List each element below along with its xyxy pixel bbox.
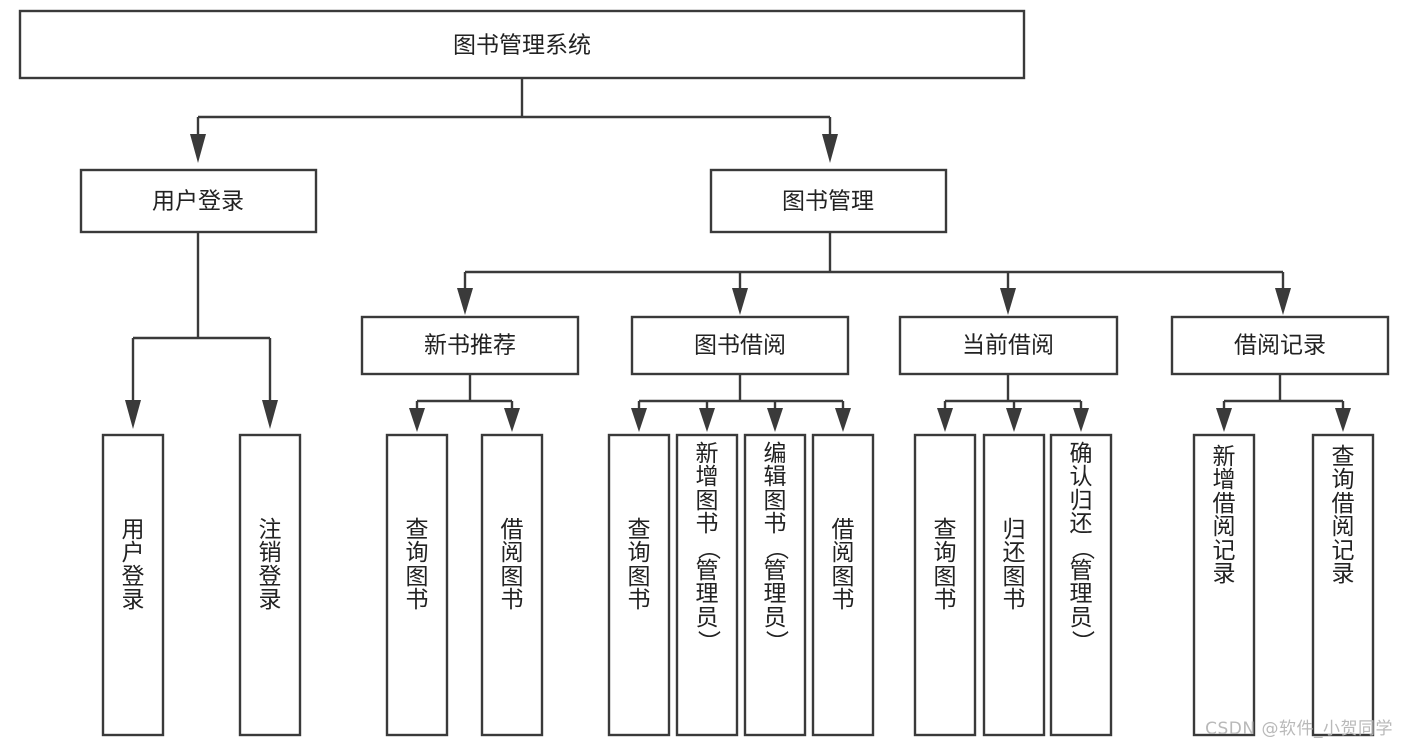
- arrowhead-leaf-logout: [262, 400, 278, 429]
- connector-group-root: [190, 78, 838, 163]
- node-box-current-borrow[interactable]: [898, 315, 1119, 376]
- node-box-leaf-query-record[interactable]: [1311, 433, 1375, 737]
- node-box-new-book-recommend[interactable]: [360, 315, 580, 376]
- arrowhead-borrow-record: [1275, 288, 1291, 315]
- arrowhead-leaf-query-book-c: [937, 408, 953, 432]
- node-label-new-book-recommend: 新书推荐: [424, 333, 516, 359]
- node-box-leaf-borrow-book-b[interactable]: [811, 433, 875, 737]
- node-label-borrow-record: 借阅记录: [1234, 333, 1326, 359]
- arrowhead-book-borrow: [732, 288, 748, 315]
- connector-group-new-book-recommend: [409, 374, 520, 432]
- node-label-root: 图书管理系统: [453, 33, 591, 59]
- node-box-leaf-add-book[interactable]: [675, 433, 739, 737]
- arrowhead-current-borrow: [1000, 288, 1016, 315]
- node-box-leaf-confirm-return[interactable]: [1049, 433, 1113, 737]
- arrowhead-leaf-query-record: [1335, 408, 1351, 432]
- node-box-leaf-logout[interactable]: [238, 433, 302, 737]
- connector-group-current-borrow: [937, 374, 1089, 432]
- arrowhead-book-manage: [822, 134, 838, 163]
- node-box-leaf-query-book-a[interactable]: [385, 433, 449, 737]
- arrowhead-leaf-add-book: [699, 408, 715, 432]
- arrowhead-user-login: [190, 134, 206, 163]
- arrowhead-leaf-query-book-b: [631, 408, 647, 432]
- connector-group-user-login: [125, 232, 278, 429]
- csdn-watermark: CSDN @软件_小贺同学: [1205, 719, 1393, 739]
- connector-group-borrow-record: [1216, 374, 1351, 432]
- arrowhead-leaf-borrow-book-a: [504, 408, 520, 432]
- node-box-borrow-record[interactable]: [1170, 315, 1390, 376]
- arrowhead-leaf-edit-book: [767, 408, 783, 432]
- node-box-leaf-add-record[interactable]: [1192, 433, 1256, 737]
- arrowhead-leaf-add-record: [1216, 408, 1232, 432]
- arrowhead-leaf-query-book-a: [409, 408, 425, 432]
- node-box-leaf-query-book-c[interactable]: [913, 433, 977, 737]
- node-box-leaf-borrow-book-a[interactable]: [480, 433, 544, 737]
- node-box-book-manage[interactable]: [709, 168, 948, 234]
- arrowhead-leaf-user-login: [125, 400, 141, 429]
- node-box-leaf-user-login[interactable]: [101, 433, 165, 737]
- arrowhead-new-book-recommend: [457, 288, 473, 315]
- node-box-leaf-edit-book[interactable]: [743, 433, 807, 737]
- node-box-book-borrow[interactable]: [630, 315, 850, 376]
- node-label-book-manage: 图书管理: [782, 189, 874, 215]
- arrowhead-leaf-return-book: [1006, 408, 1022, 432]
- node-box-user-login[interactable]: [79, 168, 318, 234]
- connector-group-book-borrow: [631, 374, 851, 432]
- node-label-current-borrow: 当前借阅: [962, 333, 1054, 359]
- arrowhead-leaf-confirm-return: [1073, 408, 1089, 432]
- node-label-book-borrow: 图书借阅: [694, 333, 786, 359]
- node-box-root[interactable]: [18, 9, 1026, 80]
- node-label-user-login: 用户登录: [152, 189, 244, 215]
- arrowhead-leaf-borrow-book-b: [835, 408, 851, 432]
- node-box-leaf-query-book-b[interactable]: [607, 433, 671, 737]
- connector-group-book-manage: [457, 232, 1291, 315]
- node-box-leaf-return-book[interactable]: [982, 433, 1046, 737]
